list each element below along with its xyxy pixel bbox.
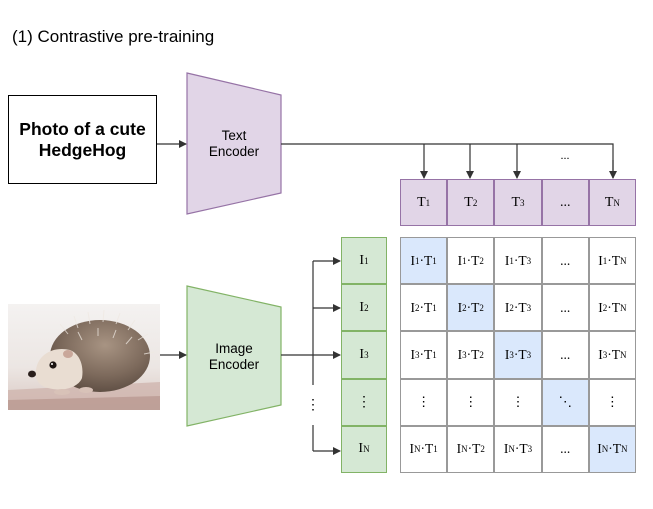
matrix-cell-r4-c4: ⋱ (541, 378, 589, 426)
image-embedding-vdots: ⋮ (341, 378, 387, 426)
matrix-cell-r4-c1: ⋮ (400, 378, 448, 426)
matrix-cell-r3-c4: ... (541, 331, 589, 379)
text-encoder-label: Text Encoder (208, 128, 260, 159)
image-branch-vdots: ⋮ (306, 398, 320, 413)
text-encoder-shape (186, 72, 282, 215)
text-arrow-ellipsis: ... (561, 148, 570, 162)
matrix-cell-r5-c4: ... (541, 425, 589, 473)
diagram-title: (1) Contrastive pre-training (12, 27, 215, 46)
image-encoder-label: Image Encoder (208, 341, 260, 372)
image-encoder-shape (186, 285, 282, 427)
matrix-cell-r1-c4: ... (541, 237, 589, 285)
matrix-cell-r4-c5: ⋮ (588, 378, 636, 426)
text-input-box: Photo of a cute HedgeHog (8, 95, 157, 184)
matrix-cell-r4-c2: ⋮ (447, 378, 495, 426)
text-input-label: Photo of a cute HedgeHog (19, 118, 146, 160)
text-embedding-ellipsis: ... (541, 179, 589, 226)
hedgehog-photo (8, 304, 160, 410)
matrix-cell-r2-c4: ... (541, 284, 589, 332)
matrix-cell-r4-c3: ⋮ (494, 378, 542, 426)
